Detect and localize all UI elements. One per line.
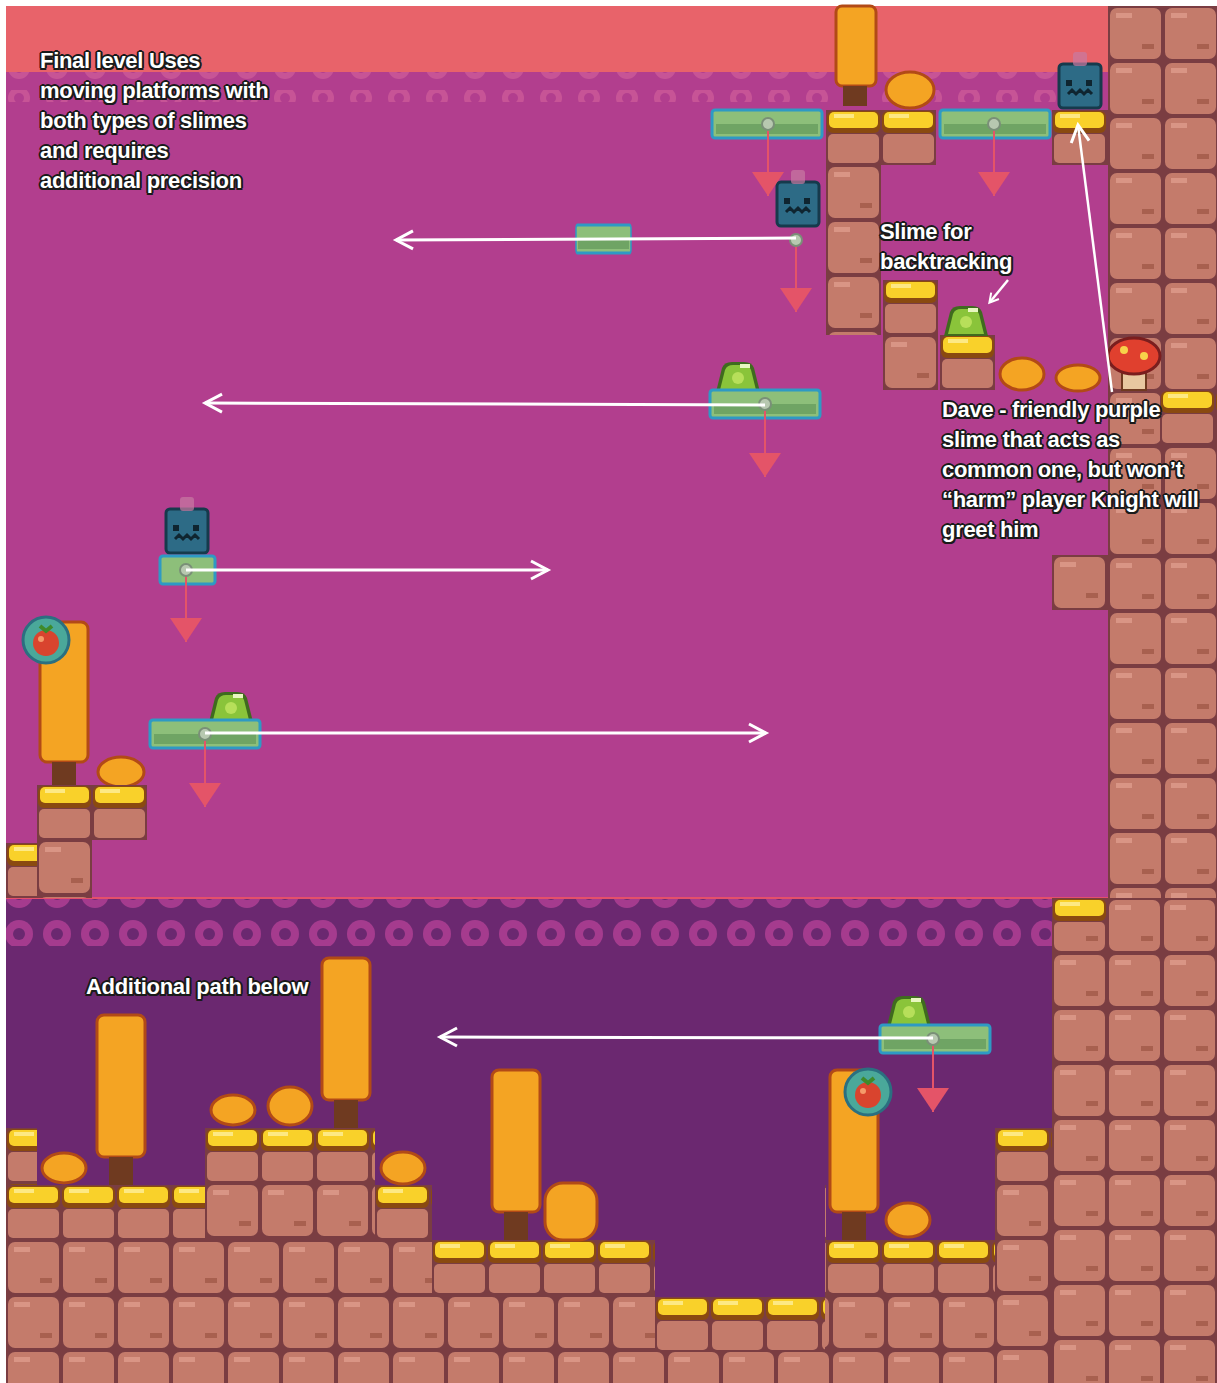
slime-note: Slime for backtracking <box>880 217 1058 277</box>
level-note: Final level Uses moving platforms with b… <box>40 46 272 196</box>
dave-note: Dave - friendly purple slime that acts a… <box>942 395 1212 545</box>
path-note: Additional path below <box>86 972 386 1002</box>
